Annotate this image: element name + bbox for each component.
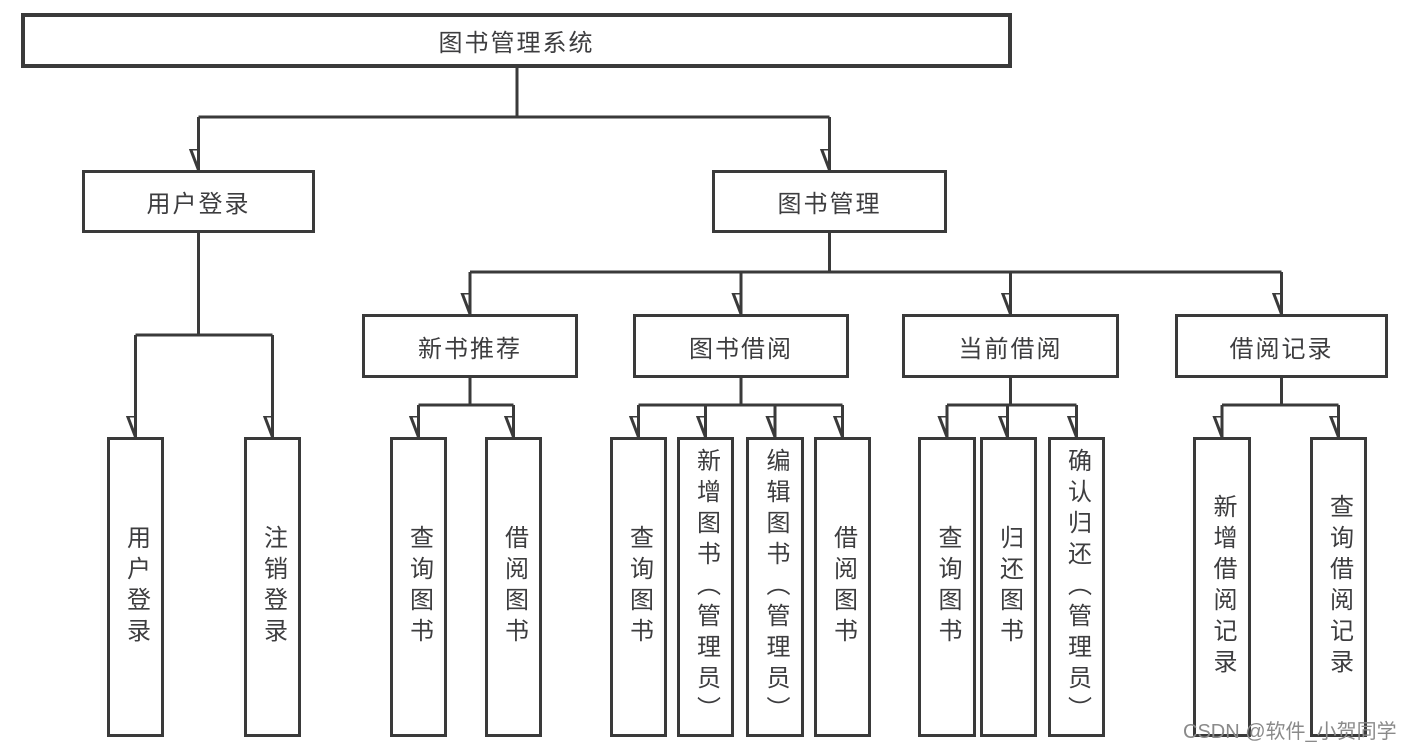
connector-borrow-records [1222, 378, 1340, 437]
leaf-nbr-query-book: 查询图书 [390, 437, 447, 737]
leaf-br-query-record: 查询借阅记录 [1310, 437, 1367, 737]
connector-current-borrow [947, 378, 1078, 437]
leaf-bb-edit-book-admin: 编辑图书（管理员） [746, 437, 804, 737]
node-root-system: 图书管理系统 [21, 13, 1012, 68]
leaf-br-add-record: 新增借阅记录 [1193, 437, 1251, 737]
csdn-watermark: CSDN @软件_小贺同学 [1183, 721, 1397, 743]
leaf-nbr-borrow-book: 借阅图书 [485, 437, 542, 737]
leaf-bb-add-book-admin: 新增图书（管理员） [677, 437, 734, 737]
leaf-cb-query-book: 查询图书 [918, 437, 976, 737]
connector-root-to-level2 [199, 68, 831, 170]
connector-new-book-rec [419, 378, 515, 437]
connector-user-login-branch [136, 233, 274, 437]
node-current-borrow: 当前借阅 [902, 314, 1119, 378]
node-borrow-records: 借阅记录 [1175, 314, 1388, 378]
leaf-bb-query-book: 查询图书 [610, 437, 667, 737]
leaf-bb-borrow-book: 借阅图书 [814, 437, 871, 737]
node-new-book-rec: 新书推荐 [362, 314, 578, 378]
node-user-login-branch: 用户登录 [82, 170, 315, 233]
leaf-cb-confirm-return-admin: 确认归还（管理员） [1048, 437, 1105, 737]
leaf-logout: 注销登录 [244, 437, 301, 737]
leaf-user-login: 用户登录 [107, 437, 164, 737]
connector-book-mgmt-to-level3 [470, 233, 1283, 314]
node-book-borrow: 图书借阅 [633, 314, 849, 378]
leaf-cb-return-book: 归还图书 [980, 437, 1037, 737]
node-book-mgmt-branch: 图书管理 [712, 170, 947, 233]
connector-book-borrow [639, 378, 844, 437]
